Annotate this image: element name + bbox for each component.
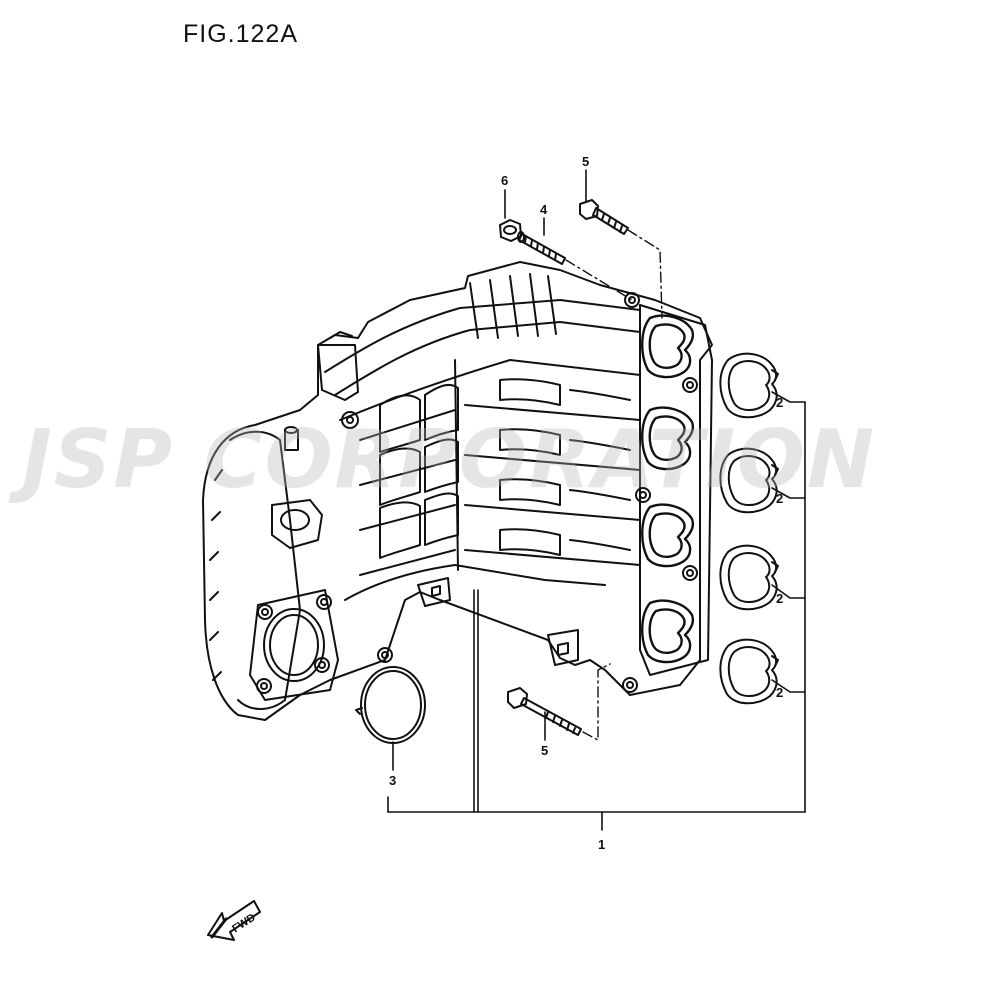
callout-nut: 6 <box>501 173 508 188</box>
gasket-3 <box>719 544 779 611</box>
callout-gasket-b: 2 <box>776 491 783 506</box>
bolt-5-bottom <box>507 687 582 736</box>
callout-leaders <box>387 169 806 831</box>
gasket-1 <box>719 352 779 419</box>
gasket-4 <box>719 638 779 705</box>
bolt-5-top <box>579 199 629 235</box>
installation-guide-lines <box>565 229 663 741</box>
callout-gasket-a: 2 <box>776 395 783 410</box>
gasket-2 <box>719 447 779 514</box>
callout-o-ring: 3 <box>389 773 396 788</box>
throttle-o-ring <box>355 666 426 744</box>
callout-bolt-bottom: 5 <box>541 743 548 758</box>
callout-gasket-d: 2 <box>776 685 783 700</box>
intake-manifold <box>202 261 713 721</box>
callout-stud-bolt: 4 <box>540 202 548 217</box>
figure-title: FIG.122A <box>183 20 298 48</box>
stud-bolt-4 <box>517 231 566 265</box>
callout-bolt-top: 5 <box>582 154 589 169</box>
fwd-arrow-icon: FWD <box>207 900 261 941</box>
callout-manifold-assembly: 1 <box>598 837 605 852</box>
mounted-port-gaskets <box>641 314 695 664</box>
callout-gasket-c: 2 <box>776 591 783 606</box>
loose-port-gaskets <box>719 352 779 705</box>
